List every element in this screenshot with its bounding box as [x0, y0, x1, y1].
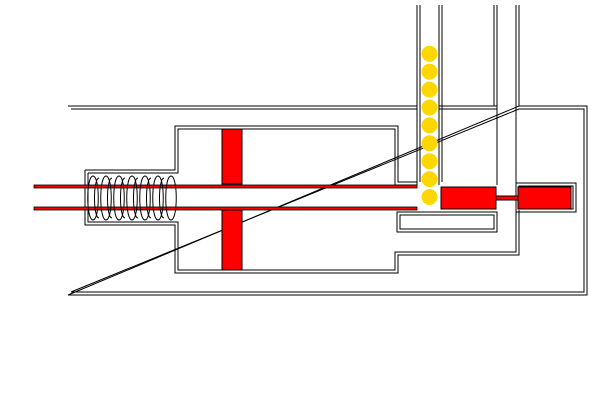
- return-spring: [87, 175, 177, 221]
- ball: [421, 117, 438, 134]
- cylinder-bore: [84, 125, 520, 274]
- piston-disk: [221, 128, 243, 271]
- ball: [421, 99, 438, 116]
- ball-magazine: [421, 45, 438, 205]
- side-channel: [442, 5, 584, 185]
- ball: [421, 189, 438, 205]
- ball: [421, 45, 438, 62]
- ball: [421, 81, 438, 98]
- ball-feed-tube: [416, 5, 443, 185]
- ball: [421, 135, 438, 152]
- ball: [421, 171, 438, 188]
- ejector-block: [517, 186, 572, 210]
- piston-rod: [33, 184, 418, 211]
- ball: [421, 153, 438, 170]
- ejector-slide: [440, 186, 519, 210]
- ball: [421, 63, 438, 80]
